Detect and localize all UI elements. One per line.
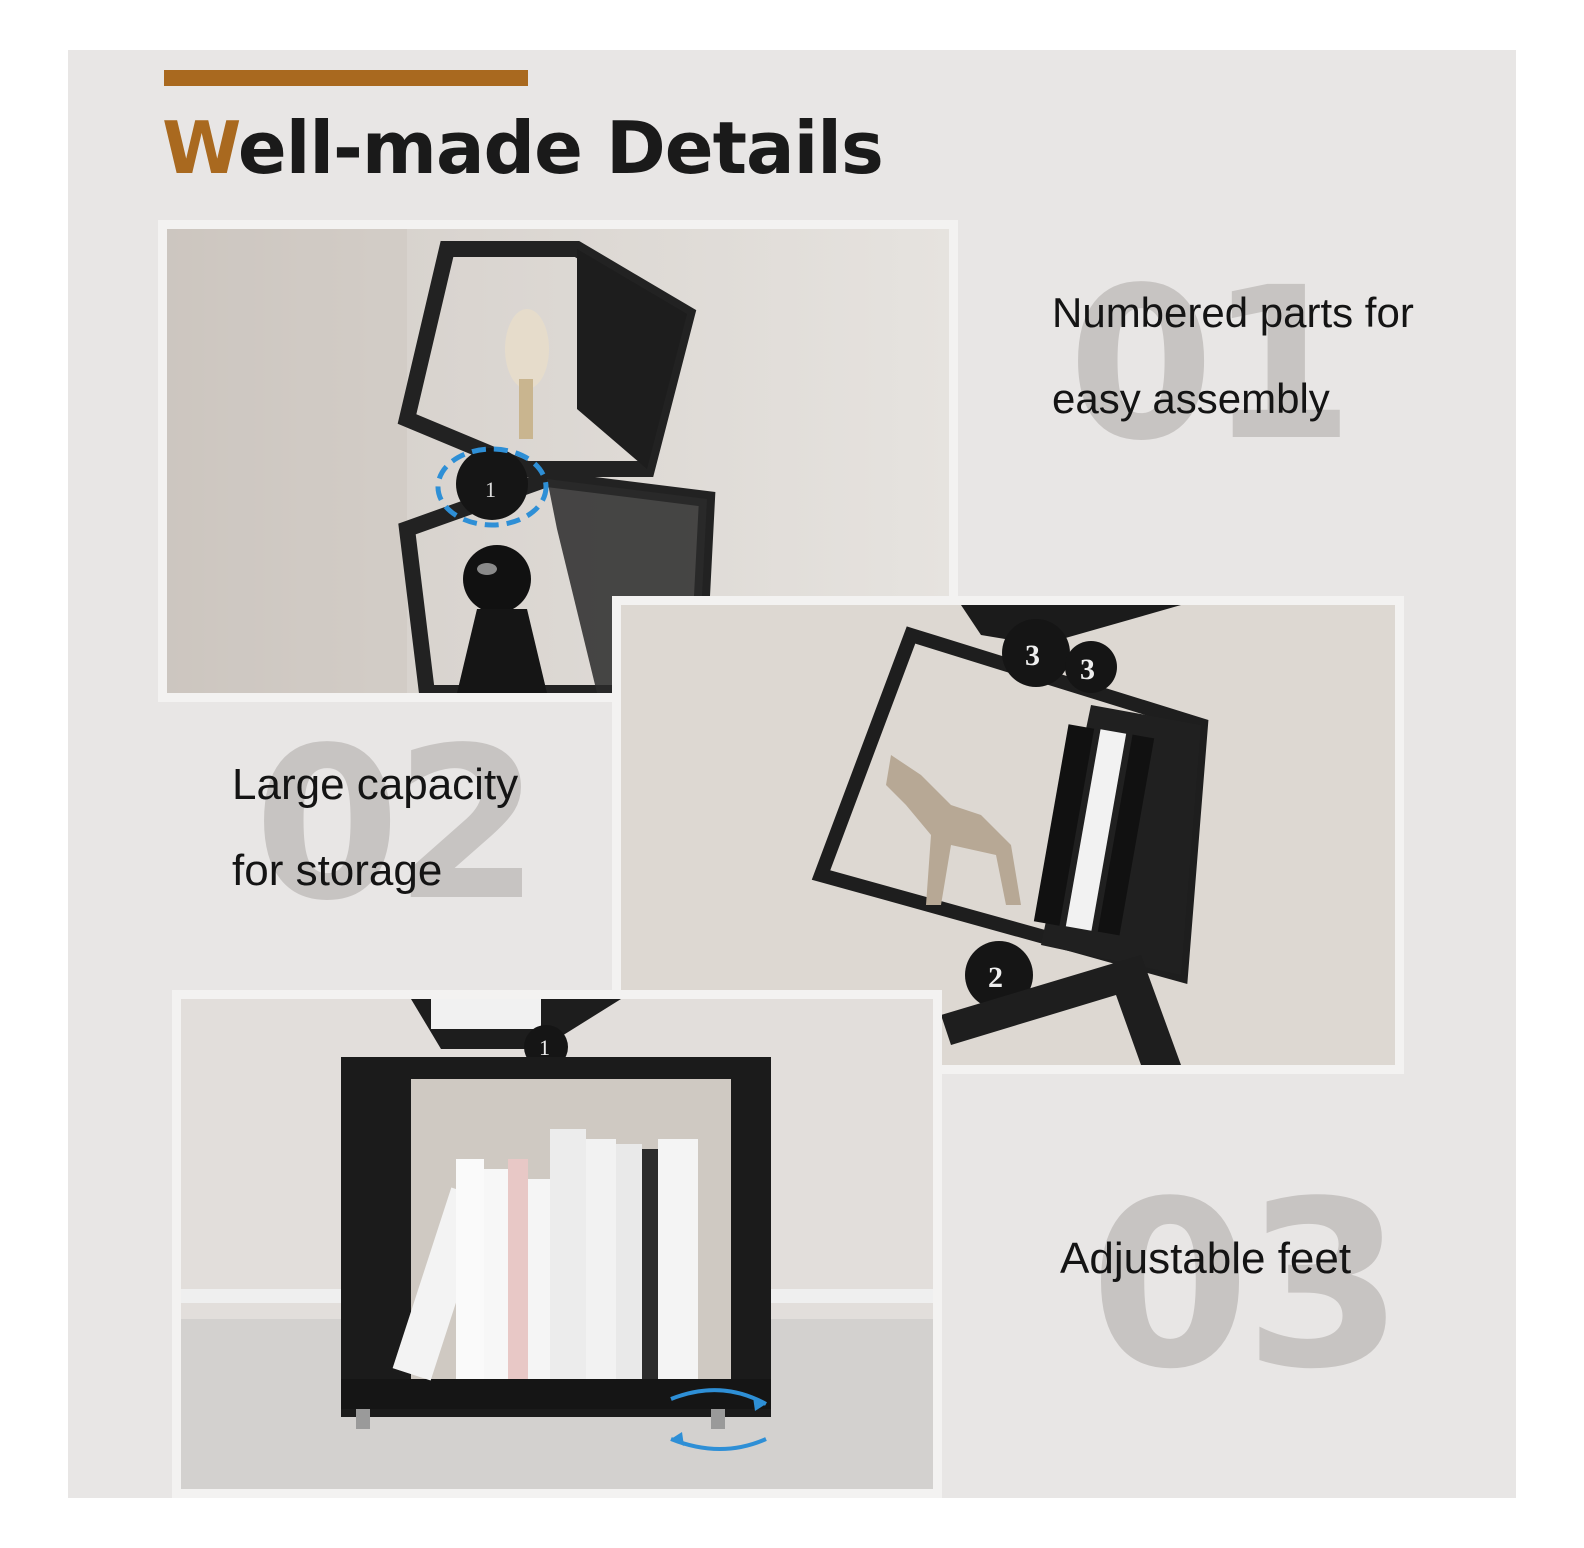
plate-number-2: 2 bbox=[988, 961, 1003, 994]
feature-caption-02-line1: Large capacity bbox=[232, 760, 519, 809]
feature-caption-01-line2: easy assembly bbox=[1052, 375, 1330, 422]
feature-number-01: 01 bbox=[1068, 242, 1354, 487]
plate-number-3a: 3 bbox=[1025, 639, 1040, 672]
feature-caption-01-line1: Numbered parts for bbox=[1052, 289, 1414, 336]
photo-adjustable-feet: 1 bbox=[172, 990, 942, 1498]
title-rest: ell-made Details bbox=[237, 106, 884, 190]
plate-number-3b: 3 bbox=[1080, 653, 1095, 686]
title-first-letter: W bbox=[162, 106, 239, 190]
feature-caption-02: Large capacity for storage bbox=[232, 742, 518, 914]
photo-large-capacity: 3 3 2 bbox=[612, 596, 1404, 1074]
connector-number: 1 bbox=[485, 477, 496, 502]
plate-number-1: 1 bbox=[539, 1035, 550, 1060]
feature-caption-01: Numbered parts for easy assembly bbox=[1052, 270, 1414, 442]
feature-number-03: 03 bbox=[1090, 1153, 1404, 1420]
feature-caption-02-line2: for storage bbox=[232, 846, 443, 895]
feature-number-02: 02 bbox=[254, 702, 540, 947]
page-title: Well-made Details bbox=[162, 106, 884, 190]
feature-caption-03-line1: Adjustable feet bbox=[1060, 1234, 1352, 1283]
title-accent-bar bbox=[164, 70, 528, 86]
infographic-panel: Well-made Details bbox=[68, 50, 1516, 1498]
bottom-shelf-illustration: 1 bbox=[181, 999, 933, 1489]
tilted-cube-illustration: 3 3 2 bbox=[621, 605, 1395, 1065]
feature-caption-03: Adjustable feet bbox=[1060, 1216, 1351, 1302]
